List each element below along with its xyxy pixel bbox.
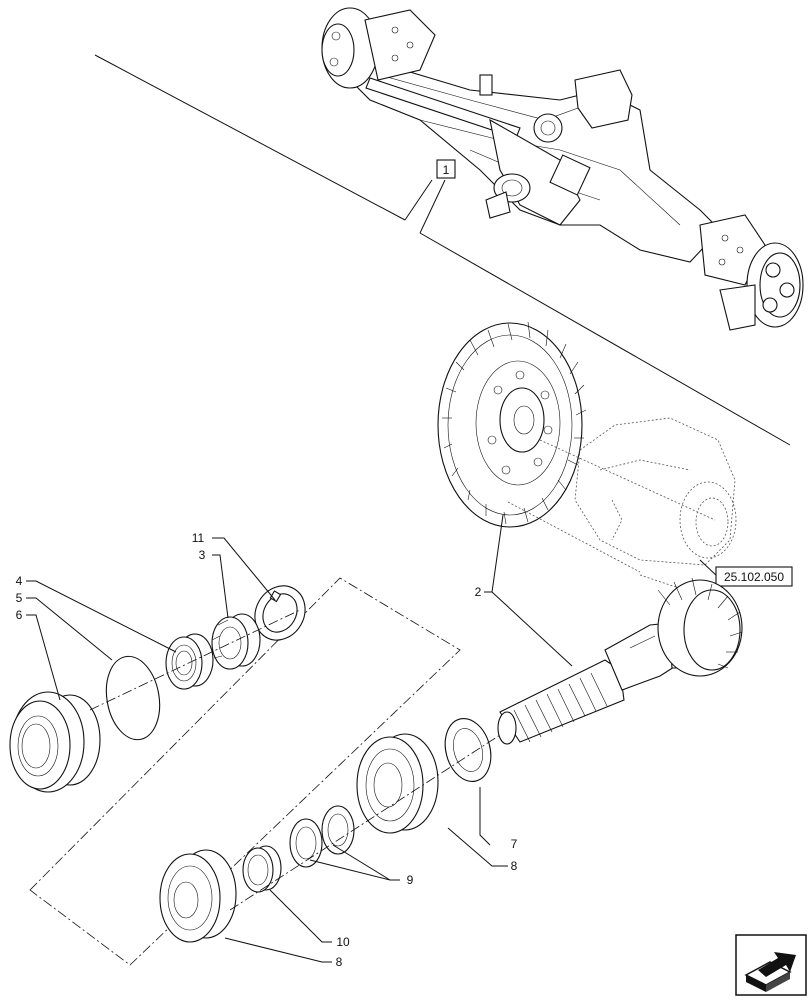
next-page-arrow-icon xyxy=(744,952,796,992)
left-wheel-hub xyxy=(321,7,436,89)
right-wheel-hub xyxy=(699,214,804,331)
callout-2: 2 xyxy=(475,585,482,599)
pinion-shaft xyxy=(497,574,743,745)
part-6-seal-cover xyxy=(9,691,101,793)
callout-10: 10 xyxy=(336,935,350,949)
next-page-button[interactable] xyxy=(735,934,807,996)
crown-wheel xyxy=(437,321,587,528)
part-5-o-ring xyxy=(105,655,161,741)
callout-8-lower: 8 xyxy=(336,955,343,969)
part-4-bearing xyxy=(165,633,214,690)
part-11-tab-washer xyxy=(254,585,306,641)
callout-4: 4 xyxy=(16,574,23,588)
part-7-thrust-washer xyxy=(444,718,492,782)
upper-axis-line xyxy=(89,609,301,711)
callout-6: 6 xyxy=(16,608,23,622)
reference-label: 25.102.050 xyxy=(724,570,784,584)
callout-1: 1 xyxy=(443,163,450,177)
part-10-spacer xyxy=(242,845,282,893)
callout-11: 11 xyxy=(192,531,205,545)
part-3-nut xyxy=(211,613,261,670)
axle-assembly-drawing: 1 xyxy=(94,7,804,446)
callout-5: 5 xyxy=(16,591,23,605)
callout-9: 9 xyxy=(407,873,414,887)
part-9-shim-b xyxy=(289,818,323,868)
reference-link-25-102-050[interactable]: 25.102.050 xyxy=(699,559,793,587)
part-8-bearing-lower xyxy=(159,849,237,943)
callout-3: 3 xyxy=(199,548,206,562)
part-8-bearing-upper xyxy=(356,733,439,834)
callout-7: 7 xyxy=(511,837,518,851)
assembly-group-frame xyxy=(29,577,461,966)
callout-8-upper: 8 xyxy=(511,859,518,873)
differential-housing-ghost xyxy=(507,417,737,573)
